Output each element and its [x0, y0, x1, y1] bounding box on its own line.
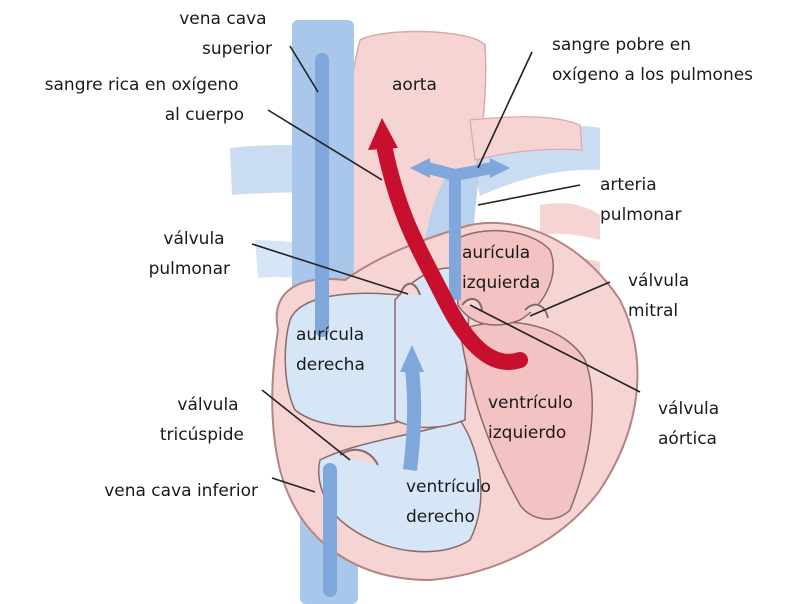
label-arteria-pulmonar: arteria pulmonar [600, 175, 681, 225]
blue-flow-arrow-pa-left [428, 168, 455, 175]
label-vena-cava-superior: vena cava superior [179, 9, 272, 59]
label-valvula-aortica: válvula aórtica [658, 399, 725, 449]
label-sangre-rica: sangre rica en oxígeno al cuerpo [45, 75, 244, 125]
label-valvula-pulmonar: válvula pulmonar [149, 229, 230, 279]
label-valvula-tricuspide: válvula tricúspide [160, 395, 244, 445]
label-aorta: aorta [392, 75, 437, 95]
blue-flow-arrow-pa-right [455, 168, 492, 175]
blue-flow-arrow-rv-up [410, 370, 414, 470]
label-valvula-mitral: válvula mitral [628, 271, 695, 321]
pulmonary-vein-right [540, 203, 600, 240]
label-vena-cava-inferior: vena cava inferior [104, 481, 258, 501]
label-sangre-pobre: sangre pobre en oxígeno a los pulmones [552, 35, 753, 85]
